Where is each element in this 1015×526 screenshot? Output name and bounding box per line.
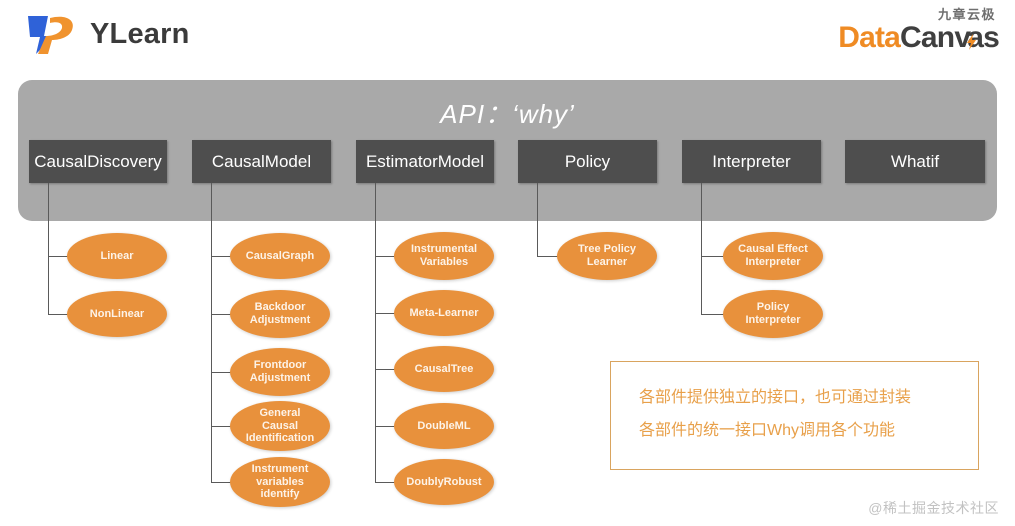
connector-branch-causal-model-1 bbox=[211, 314, 234, 315]
note-line-2: 各部件的统一接口Why调用各个功能 bbox=[639, 422, 896, 439]
connector-branch-policy-0 bbox=[537, 256, 561, 257]
connector-branch-causal-model-0 bbox=[211, 256, 234, 257]
connector-branch-estimator-model-3 bbox=[375, 426, 398, 427]
connector-trunk-causal-model bbox=[211, 183, 212, 482]
connector-branch-causal-model-4 bbox=[211, 482, 234, 483]
node-label: NonLinear bbox=[89, 307, 145, 320]
module-box-policy[interactable]: Policy bbox=[518, 140, 657, 183]
datacanvas-tail-text: as bbox=[967, 21, 1000, 54]
module-box-causaldiscovery[interactable]: CausalDiscovery bbox=[29, 140, 167, 183]
module-box-label: CausalModel bbox=[211, 151, 312, 171]
node-causalgraph[interactable]: CausalGraph bbox=[230, 233, 330, 279]
module-box-label: Whatif bbox=[890, 151, 940, 171]
connector-branch-interpreter-1 bbox=[701, 314, 727, 315]
node-label: DoubleML bbox=[417, 419, 471, 432]
connector-branch-estimator-model-0 bbox=[375, 256, 398, 257]
note-box: 各部件提供独立的接口，也可通过封装 各部件的统一接口Why调用各个功能 bbox=[610, 361, 979, 470]
datacanvas-data-text: Data bbox=[838, 21, 901, 54]
module-box-label: Policy bbox=[564, 151, 611, 171]
connector-branch-estimator-model-4 bbox=[375, 482, 398, 483]
connector-branch-causal-discovery-0 bbox=[48, 256, 71, 257]
connector-branch-causal-model-3 bbox=[211, 426, 234, 427]
node-label: Linear bbox=[100, 249, 134, 262]
ylearn-wordmark: YLearn bbox=[90, 17, 190, 50]
datacanvas-chinese-name: 九章云极 bbox=[937, 7, 996, 22]
watermark: @稀土掘金技术社区 bbox=[868, 500, 999, 516]
node-label: DoublyRobust bbox=[406, 475, 482, 488]
connector-branch-estimator-model-1 bbox=[375, 313, 398, 314]
connector-trunk-policy bbox=[537, 183, 538, 256]
connector-branch-causal-model-2 bbox=[211, 372, 234, 373]
node-label: CausalTree bbox=[414, 362, 474, 375]
note-line-1: 各部件提供独立的接口，也可通过封装 bbox=[639, 389, 912, 406]
node-label: Meta-Learner bbox=[409, 306, 479, 319]
node-doublyrobust[interactable]: DoublyRobust bbox=[394, 459, 494, 505]
node-meta-learner[interactable]: Meta-Learner bbox=[394, 290, 494, 336]
module-box-label: Interpreter bbox=[712, 151, 791, 171]
node-nonlinear[interactable]: NonLinear bbox=[67, 291, 167, 337]
connector-trunk-interpreter bbox=[701, 183, 702, 314]
node-label: CausalGraph bbox=[245, 249, 315, 262]
ylearn-logo: YLearn bbox=[22, 10, 190, 58]
api-panel: API：‘why’ bbox=[18, 80, 997, 221]
connector-trunk-causal-discovery bbox=[48, 183, 49, 314]
module-box-label: CausalDiscovery bbox=[34, 151, 162, 171]
api-panel-title: API：‘why’ bbox=[440, 99, 575, 129]
node-linear[interactable]: Linear bbox=[67, 233, 167, 279]
module-box-causalmodel[interactable]: CausalModel bbox=[192, 140, 331, 183]
module-box-whatif[interactable]: Whatif bbox=[845, 140, 985, 183]
module-box-interpreter[interactable]: Interpreter bbox=[682, 140, 821, 183]
connector-branch-estimator-model-2 bbox=[375, 369, 398, 370]
connector-branch-causal-discovery-1 bbox=[48, 314, 71, 315]
module-box-label: EstimatorModel bbox=[365, 151, 485, 171]
node-doubleml[interactable]: DoubleML bbox=[394, 403, 494, 449]
connector-branch-interpreter-0 bbox=[701, 256, 727, 257]
module-box-estimatormodel[interactable]: EstimatorModel bbox=[356, 140, 494, 183]
datacanvas-canvas-text: Canv bbox=[900, 21, 971, 54]
ylearn-mark-icon bbox=[22, 10, 80, 58]
node-causaltree[interactable]: CausalTree bbox=[394, 346, 494, 392]
connector-trunk-estimator-model bbox=[375, 183, 376, 482]
